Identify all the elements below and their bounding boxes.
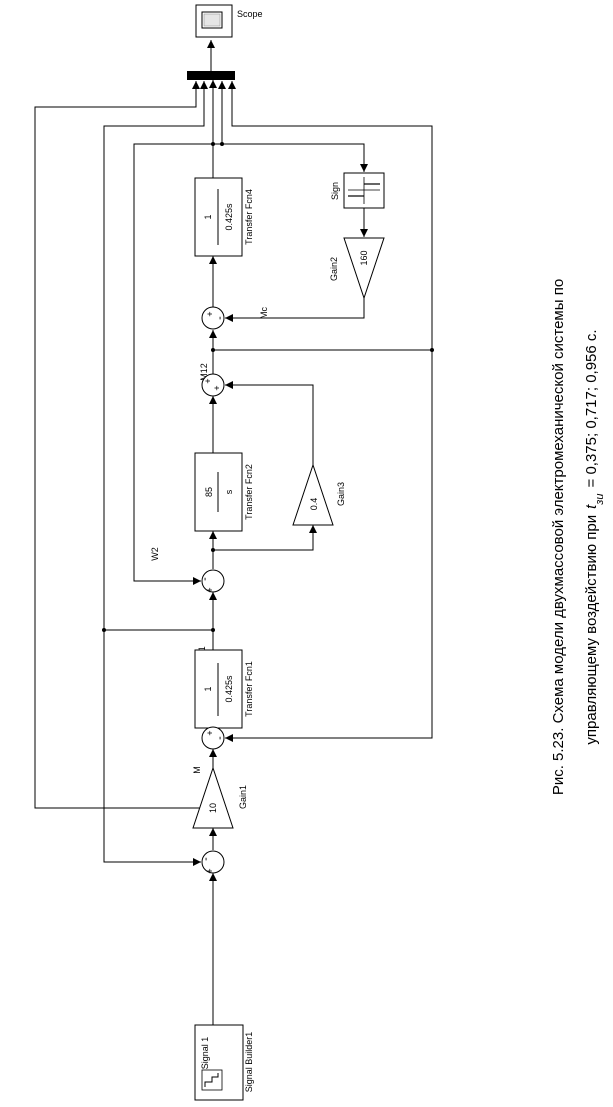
tf4-label: Transfer Fcn4: [244, 189, 254, 245]
scope-label: Scope: [237, 9, 263, 19]
wire-w2-to-sum3: [133, 143, 222, 585]
sum4-plus-top: +: [203, 378, 213, 383]
wire-m-to-mux: [34, 81, 213, 809]
wire-m12-to-sum2: [225, 350, 433, 742]
sum1-block[interactable]: - +: [200, 850, 225, 874]
sign-label: Sign: [330, 182, 340, 200]
signal-builder-icon: [201, 1069, 223, 1091]
caption-line2-post: = 0,375; 0,717; 0,956 с.: [583, 329, 600, 487]
junction-m12-side: [430, 348, 434, 352]
scope-block[interactable]: Scope: [195, 4, 263, 38]
wire-m12-branch: [213, 81, 433, 351]
wire-w2-to-mux: [213, 81, 226, 145]
junction-gain3: [211, 548, 215, 552]
tf4-denominator: 0.425s: [224, 203, 234, 231]
wire-to-gain3: [213, 525, 317, 551]
sum5-plus: +: [205, 311, 215, 316]
gain2-value: 160: [359, 250, 369, 265]
figure-caption: Рис. 5.23. Схема модели двухмассовой эле…: [550, 279, 606, 795]
tf2-label: Transfer Fcn2: [244, 464, 254, 520]
sum5-minus: -: [214, 316, 226, 320]
wire-gain3-to-sum4: [225, 381, 314, 465]
tf1-denominator: 0.425s: [224, 675, 234, 703]
gain3-block[interactable]: 0.4 Gain3: [292, 463, 346, 526]
gain1-label: Gain1: [238, 785, 248, 809]
sum1-minus: -: [200, 857, 212, 861]
junction-w1-side: [102, 628, 106, 632]
caption-t: t: [583, 504, 600, 509]
signal-builder-block[interactable]: Signal 1 Signal Builder1: [194, 1024, 254, 1101]
transfer-fcn4-block[interactable]: 1 0.425s Transfer Fcn4: [194, 177, 254, 257]
signal-builder-label: Signal Builder1: [244, 1032, 254, 1093]
sum4-block[interactable]: + +: [201, 373, 225, 397]
caption-line2: управляющему воздействию при tзи = 0,375; …: [583, 329, 606, 744]
caption-line1: Рис. 5.23. Схема модели двухмассовой эле…: [550, 279, 567, 795]
signal-label-m12: M12: [199, 363, 209, 381]
gain2-block[interactable]: 160 Gain2: [329, 237, 385, 300]
sum3-block[interactable]: - +: [199, 569, 225, 593]
sum3-minus: -: [199, 577, 211, 581]
mux-block[interactable]: [187, 71, 235, 80]
sum5-block[interactable]: + -: [201, 306, 226, 330]
sum2-plus: +: [205, 730, 215, 735]
transfer-fcn1-block[interactable]: 1 0.425s Transfer Fcn1: [194, 649, 254, 729]
signal-label-w2: W2: [150, 547, 160, 561]
wire-w1-to-sum1: [103, 630, 201, 866]
wire-w1-branch: [103, 81, 213, 631]
junction-dots: [102, 142, 434, 810]
caption-line2-pre: управляющему воздействию при: [583, 515, 600, 745]
transfer-fcn2-block[interactable]: 85 s Transfer Fcn2: [194, 452, 254, 532]
wire-w2-to-sign: [222, 143, 368, 172]
wire-gain2-to-sum5: [225, 298, 365, 322]
junction-m12: [211, 348, 215, 352]
signal-wires: [34, 40, 433, 1025]
gain3-label: Gain3: [336, 482, 346, 506]
signal-label-m: M: [192, 766, 202, 774]
tf2-numerator: 85: [204, 487, 214, 497]
sum1-plus: +: [205, 868, 215, 873]
tf4-numerator: 1: [203, 214, 213, 219]
junction-w2: [211, 142, 215, 146]
sum2-block[interactable]: + -: [201, 726, 226, 750]
signal-label-mc: Mc: [259, 307, 269, 319]
gain2-label: Gain2: [329, 257, 339, 281]
tf2-denominator: s: [224, 489, 234, 494]
tf1-label: Transfer Fcn1: [244, 661, 254, 717]
gain3-value: 0.4: [309, 498, 319, 511]
gain1-block[interactable]: 10 Gain1: [192, 766, 248, 829]
gain1-value: 10: [208, 803, 218, 813]
signal-builder-inner-label: Signal 1: [200, 1037, 210, 1070]
sum4-plus-right: +: [212, 385, 222, 390]
caption-subscript: зи: [594, 493, 606, 505]
sum3-plus: +: [205, 587, 215, 592]
junction-w2-side: [220, 142, 224, 146]
junction-w1: [211, 628, 215, 632]
sign-block[interactable]: Sign: [330, 172, 385, 209]
tf1-numerator: 1: [203, 686, 213, 691]
sum2-minus: -: [214, 736, 226, 740]
